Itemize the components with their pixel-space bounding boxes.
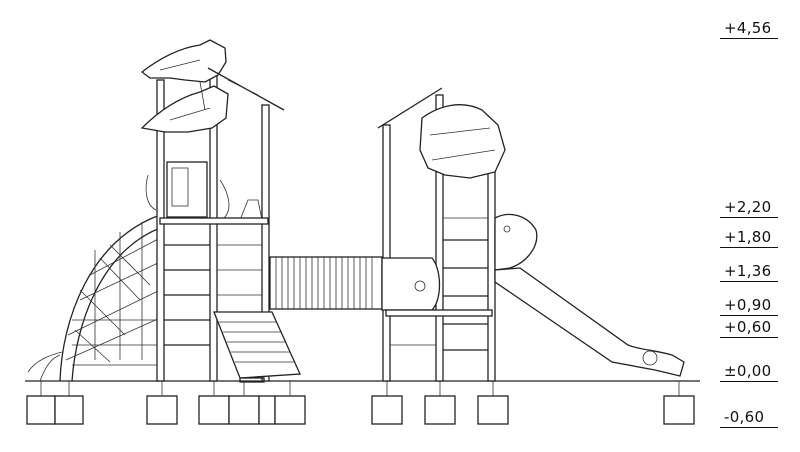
elevation-label: +4,56 <box>724 19 772 37</box>
elevation-rule <box>720 281 778 282</box>
elevation-label: ±0,00 <box>724 362 772 380</box>
elevation-label: +1,36 <box>724 262 772 280</box>
elevation-label: +0,90 <box>724 296 772 314</box>
elevation-rule <box>720 427 778 428</box>
elevation-label: -0,60 <box>724 408 765 426</box>
elevation-label: +1,80 <box>724 228 772 246</box>
ramp <box>213 311 301 383</box>
tunnel-tube <box>269 256 383 310</box>
elevation-rule <box>720 381 778 382</box>
climbing-net <box>27 214 161 382</box>
left-tower <box>140 39 285 382</box>
elevation-rule <box>720 247 778 248</box>
elevation-rule <box>720 337 778 338</box>
right-tower <box>377 87 506 382</box>
elevation-label: +0,60 <box>724 318 772 336</box>
elevation-rule <box>720 38 778 39</box>
elevation-label: +2,20 <box>724 198 772 216</box>
foundation-blocks <box>26 381 695 425</box>
slide <box>494 213 685 377</box>
elevation-rule <box>720 217 778 218</box>
elevation-rule <box>720 315 778 316</box>
